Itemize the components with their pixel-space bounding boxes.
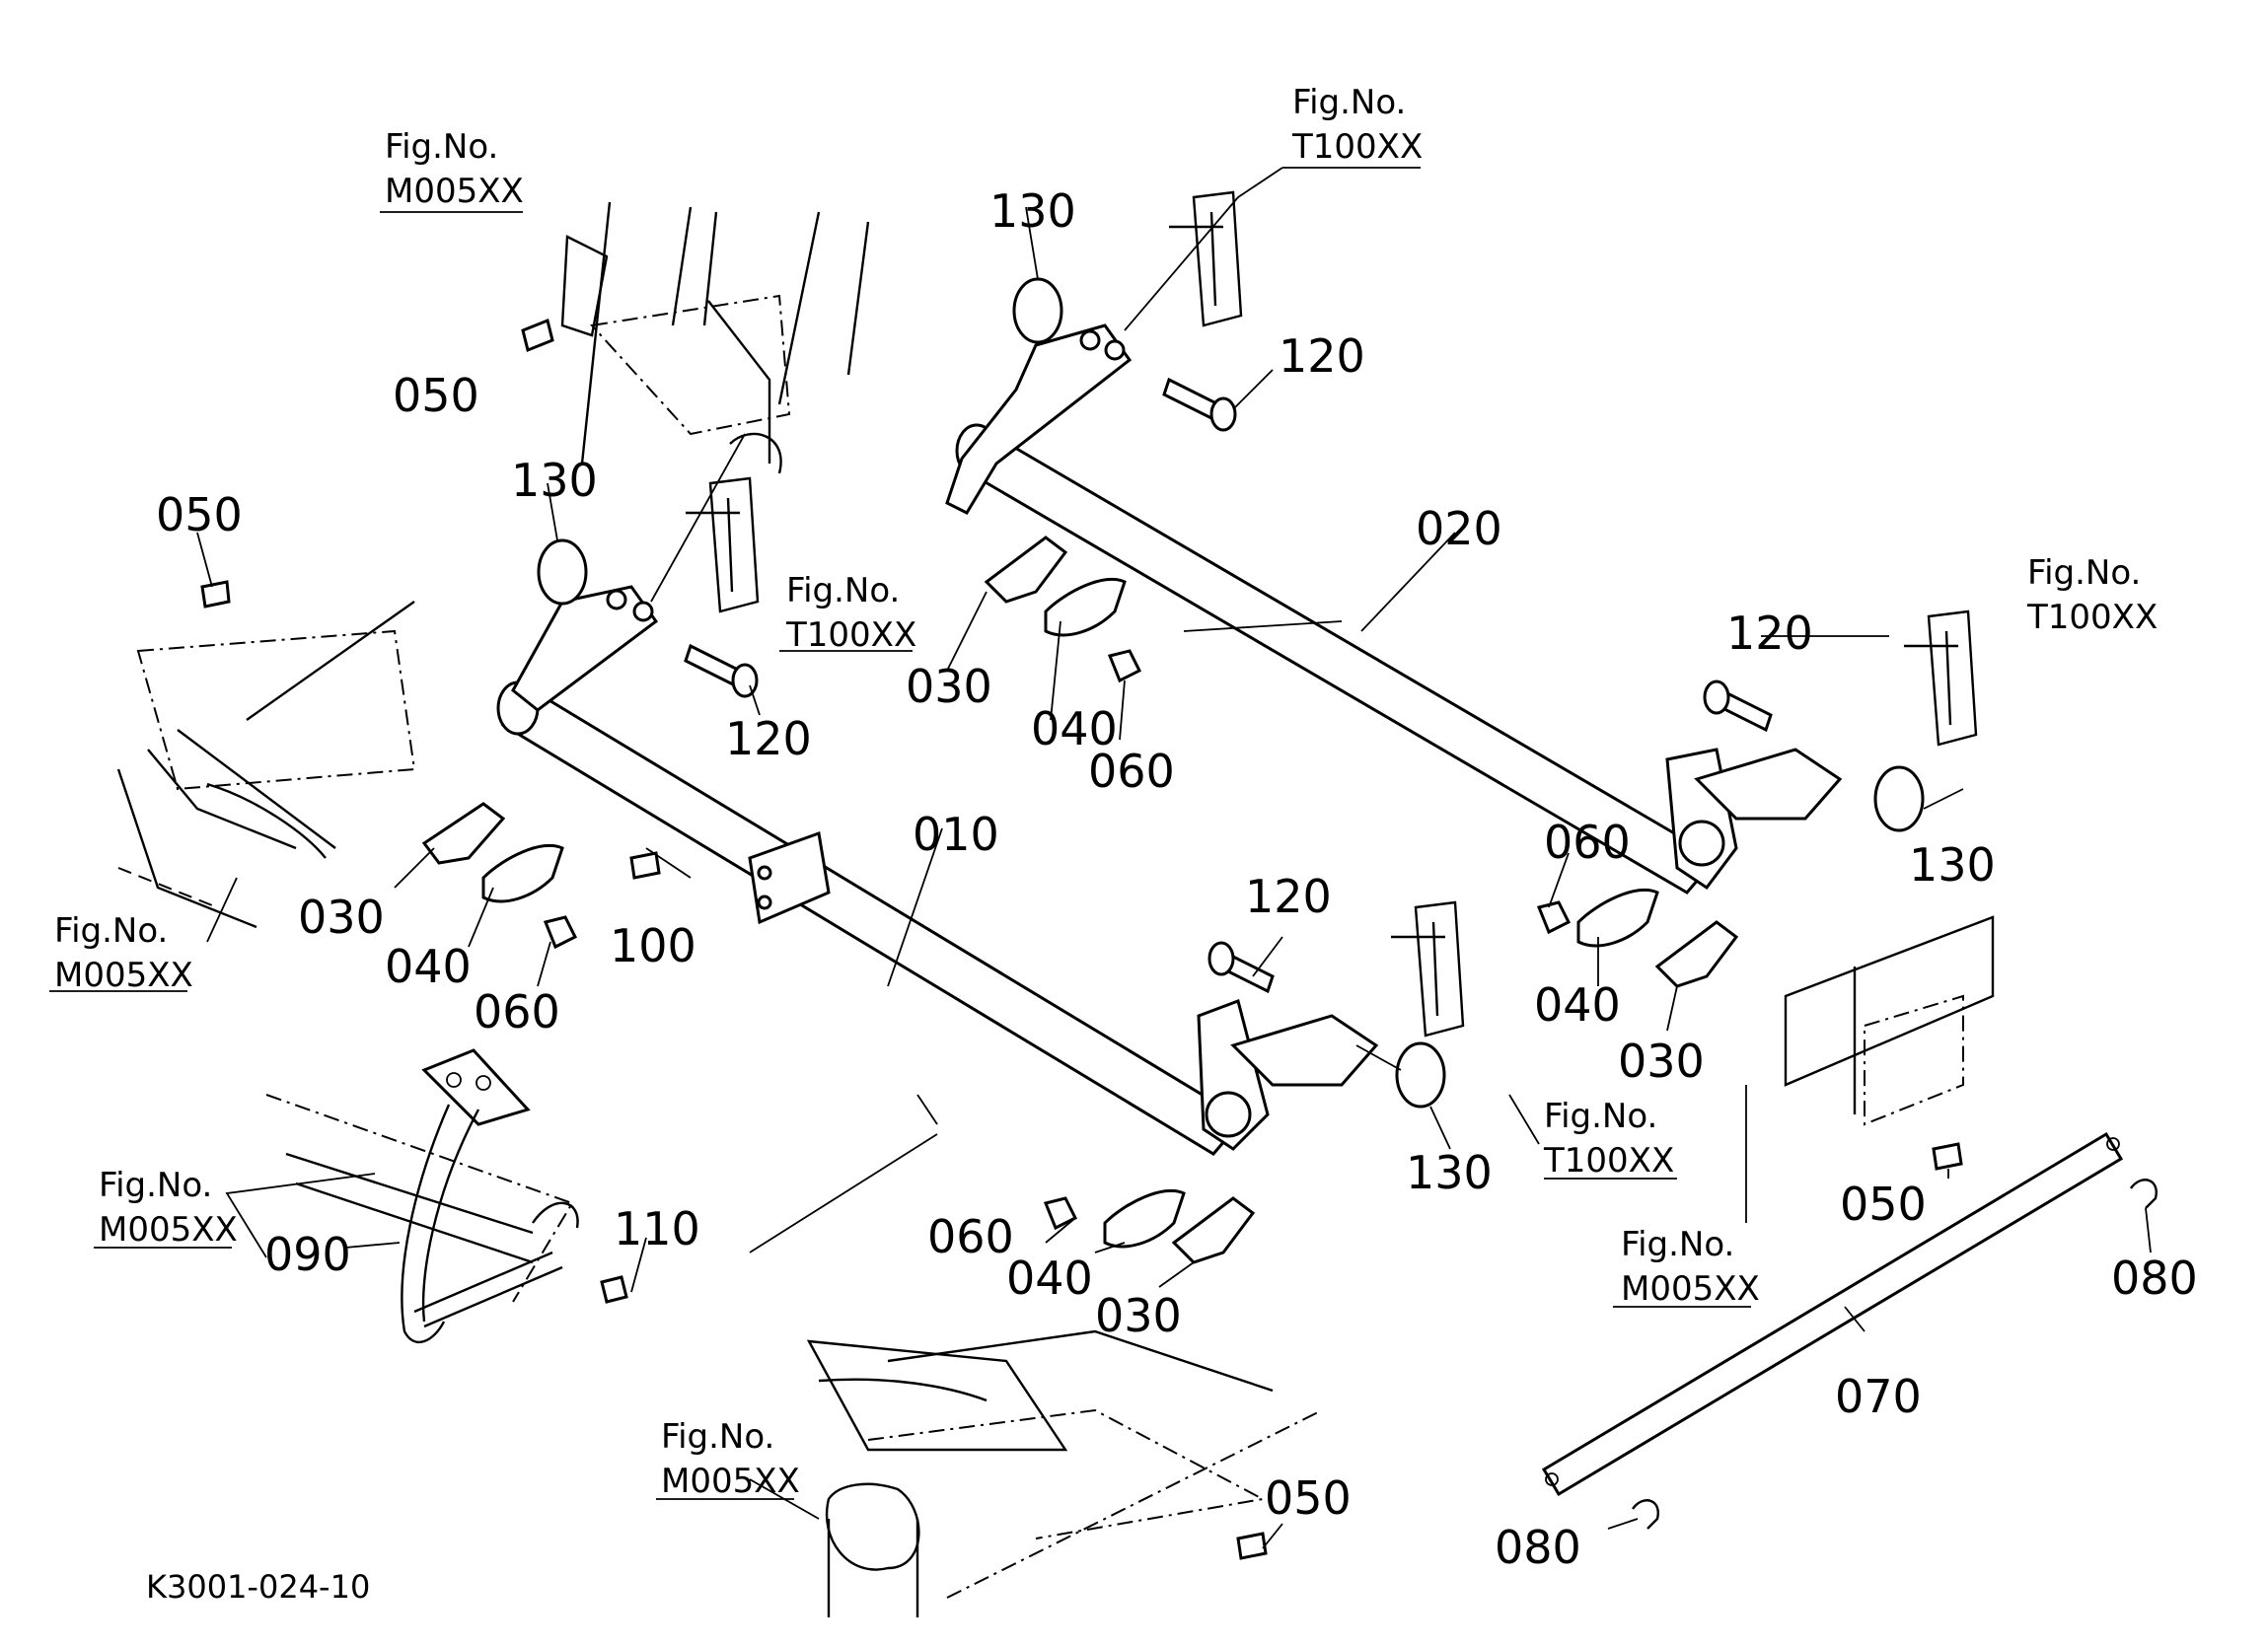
fig-ref-label: Fig.No. (786, 571, 900, 610)
callout-060: 060 (1544, 816, 1631, 869)
fork-mounts (686, 190, 1978, 1038)
fig-ref-code: M005XX (1621, 1269, 1760, 1309)
callout-030: 030 (1618, 1035, 1705, 1088)
callout-030: 030 (298, 891, 385, 944)
callout-130: 130 (1406, 1146, 1493, 1199)
callout-130: 130 (1909, 838, 1996, 892)
callout-080: 080 (2111, 1252, 2198, 1305)
fig-ref-code: T100XX (1291, 127, 1423, 167)
callout-060: 060 (1088, 745, 1175, 798)
fig-ref-code: M005XX (385, 172, 524, 211)
drawing-code: K3001-024-10 (146, 1568, 370, 1606)
fig-ref-label: Fig.No. (54, 911, 168, 951)
part-010-shaft (496, 585, 1379, 1156)
callout-060: 060 (927, 1210, 1014, 1263)
part-070-rod (1541, 1131, 2124, 1497)
callout-080: 080 (1495, 1521, 1581, 1574)
fig-ref-label: Fig.No. (1292, 83, 1406, 122)
frame-context-lines (116, 201, 1995, 1617)
callout-120: 120 (1245, 870, 1332, 923)
callout-030: 030 (906, 660, 992, 713)
callout-120: 120 (725, 712, 812, 765)
fig-ref-code: T100XX (2026, 598, 2158, 637)
callout-090: 090 (264, 1228, 351, 1281)
fig-ref-code: M005XX (54, 956, 193, 995)
fig-ref-label: Fig.No. (1544, 1097, 1657, 1136)
part-020-shaft (945, 323, 1843, 895)
callout-050: 050 (1265, 1471, 1352, 1525)
callout-050: 050 (156, 488, 243, 541)
pins-120 (684, 377, 1773, 994)
fig-ref-code: M005XX (661, 1462, 800, 1501)
fig-ref-code: T100XX (1543, 1141, 1674, 1181)
rings-130 (537, 277, 1925, 1109)
figure-references: Fig.No. M005XX Fig.No. T100XX Fig.No. T1… (54, 83, 2158, 1501)
part-090-bracket (401, 1048, 579, 1343)
fig-ref-label: Fig.No. (385, 127, 498, 167)
callout-130: 130 (989, 184, 1076, 238)
callout-110: 110 (614, 1202, 700, 1255)
fig-ref-code: M005XX (99, 1210, 238, 1250)
callout-040: 040 (1031, 702, 1118, 755)
part-callouts: 010 020 030 030 030 030 040 040 040 040 … (156, 184, 2198, 1574)
callout-050: 050 (393, 369, 479, 422)
callout-030: 030 (1095, 1289, 1182, 1342)
fig-ref-code: T100XX (785, 615, 916, 655)
fig-ref-label: Fig.No. (2027, 553, 2141, 593)
callout-120: 120 (1726, 607, 1813, 660)
fig-ref-label: Fig.No. (661, 1417, 774, 1457)
callout-040: 040 (1534, 978, 1621, 1032)
callout-010: 010 (913, 808, 999, 861)
callout-050: 050 (1840, 1178, 1927, 1231)
callout-040: 040 (385, 940, 472, 993)
callout-070: 070 (1835, 1370, 1922, 1423)
fig-ref-label: Fig.No. (1621, 1225, 1734, 1264)
callout-120: 120 (1279, 329, 1365, 383)
figure-ref-underlines (49, 167, 1889, 1500)
clamps-and-fasteners (200, 318, 2158, 1560)
callout-060: 060 (474, 985, 560, 1038)
callout-130: 130 (511, 454, 598, 507)
leader-lines (196, 167, 2152, 1549)
fig-ref-label: Fig.No. (99, 1166, 212, 1205)
callout-100: 100 (610, 919, 696, 972)
callout-020: 020 (1416, 502, 1502, 555)
callout-040: 040 (1006, 1252, 1093, 1305)
